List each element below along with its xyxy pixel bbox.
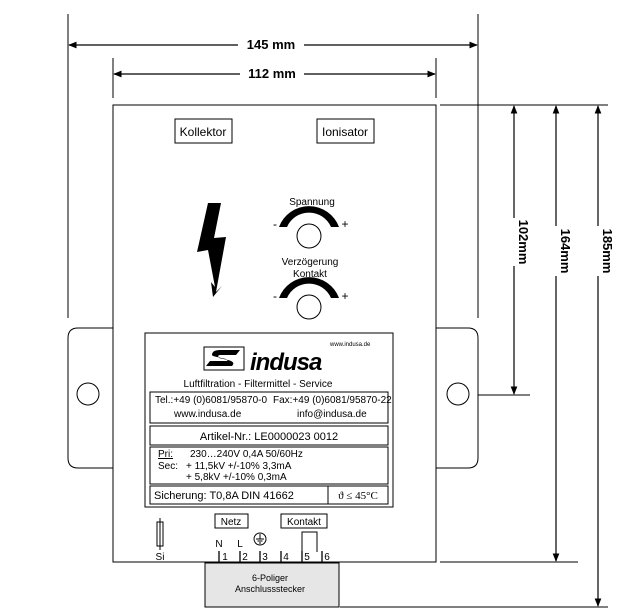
mounting-hole-left xyxy=(76,382,100,406)
verzoegerung-plus: + xyxy=(341,289,348,303)
kontakt-label: Kontakt xyxy=(287,517,321,528)
ionisator-label: Ionisator xyxy=(322,125,368,139)
dim-102mm: 102mm xyxy=(506,105,531,395)
verzoegerung-minus: - xyxy=(273,289,277,303)
ground-icon xyxy=(253,532,267,546)
spannung-plus: + xyxy=(341,217,348,231)
indusa-logo: indusa xyxy=(203,346,323,376)
dim-102mm-label: 102mm xyxy=(516,220,531,265)
high-voltage-icon xyxy=(197,203,226,297)
spannung-scale-arc xyxy=(279,206,339,227)
tagline: Luftfiltration - Filtermittel - Service xyxy=(184,379,333,390)
dim-164mm: 164mm xyxy=(548,105,573,562)
pin-1: 1 xyxy=(222,552,228,563)
verzoegerung-label-1: Verzögerung xyxy=(282,257,339,268)
dim-164mm-label: 164mm xyxy=(558,229,573,274)
connector-plug: 6-Poliger Anschlussstecker xyxy=(204,562,340,608)
relay-contact-symbol xyxy=(301,531,318,552)
terminal-leads xyxy=(218,551,323,563)
indusa-brand: indusa xyxy=(250,349,322,376)
indusa-logo-mark xyxy=(206,350,240,366)
verzoegerung-knob-group: Verzögerung Kontakt - + xyxy=(273,257,349,320)
pri-label: Pri: xyxy=(158,449,173,460)
netz-label: Netz xyxy=(221,517,242,528)
dim-145mm: 145 mm xyxy=(68,36,478,53)
mounting-flange xyxy=(67,327,479,469)
netz-label-box: Netz xyxy=(214,513,249,529)
fax: Fax:+49 (0)6081/95870-22 xyxy=(273,395,392,406)
spannung-knob-group: Spannung - + xyxy=(273,197,349,249)
verzoegerung-potentiometer[interactable] xyxy=(296,294,322,320)
email: info@indusa.de xyxy=(297,409,367,420)
spannung-minus: - xyxy=(273,217,277,231)
spannung-label: Spannung xyxy=(289,197,335,208)
dim-185mm: 185mm xyxy=(590,105,615,607)
kontakt-label-box: Kontakt xyxy=(280,513,328,529)
nameplate-website-small: www.indusa.de xyxy=(329,342,371,348)
dim-112mm: 112 mm xyxy=(113,65,436,82)
verzoegerung-label-2: Kontakt xyxy=(293,269,327,280)
sec-values-2: + 5,8kV +/-10% 0,3mA xyxy=(186,472,287,483)
ambient-temperature: ϑ ≤ 45°C xyxy=(338,490,378,502)
dim-185mm-label: 185mm xyxy=(600,229,615,274)
article-number: Artikel-Nr.: LE0000023 0012 xyxy=(200,431,338,443)
dim-145mm-label: 145 mm xyxy=(247,37,295,52)
fuse-rating: Sicherung: T0,8A DIN 41662 xyxy=(154,490,294,502)
kollektor-label-box: Kollektor xyxy=(174,118,233,144)
neutral-label: N xyxy=(215,539,222,550)
nameplate: www.indusa.de indusa Luftfiltration - Fi… xyxy=(144,332,394,508)
pin-6: 6 xyxy=(324,552,330,563)
plug-label-2: Anschlussstecker xyxy=(235,584,305,594)
pin-3: 3 xyxy=(262,552,268,563)
web-address: www.indusa.de xyxy=(173,409,242,420)
plug-label-1: 6-Poliger xyxy=(252,573,288,583)
live-label: L xyxy=(237,539,243,550)
dim-112mm-label: 112 mm xyxy=(248,66,296,81)
pin-2: 2 xyxy=(242,552,248,563)
kollektor-label: Kollektor xyxy=(180,125,227,139)
verzoegerung-scale-arc xyxy=(279,277,339,298)
fuse-symbol: Si xyxy=(156,518,165,563)
ionisator-label-box: Ionisator xyxy=(316,118,375,144)
spannung-potentiometer[interactable] xyxy=(296,223,322,249)
pin-4: 4 xyxy=(283,552,289,563)
sec-values-1: + 11,5kV +/-10% 3,3mA xyxy=(186,461,292,472)
si-label: Si xyxy=(156,552,165,563)
pri-values: 230…240V 0,4A 50/60Hz xyxy=(190,449,303,460)
mounting-hole-right xyxy=(446,382,470,406)
telephone: Tel.:+49 (0)6081/95870-0 xyxy=(155,395,267,406)
sec-label: Sec: xyxy=(158,461,178,472)
terminal-numbers: 1 2 3 4 5 6 xyxy=(222,552,330,563)
pin-5: 5 xyxy=(304,552,310,563)
